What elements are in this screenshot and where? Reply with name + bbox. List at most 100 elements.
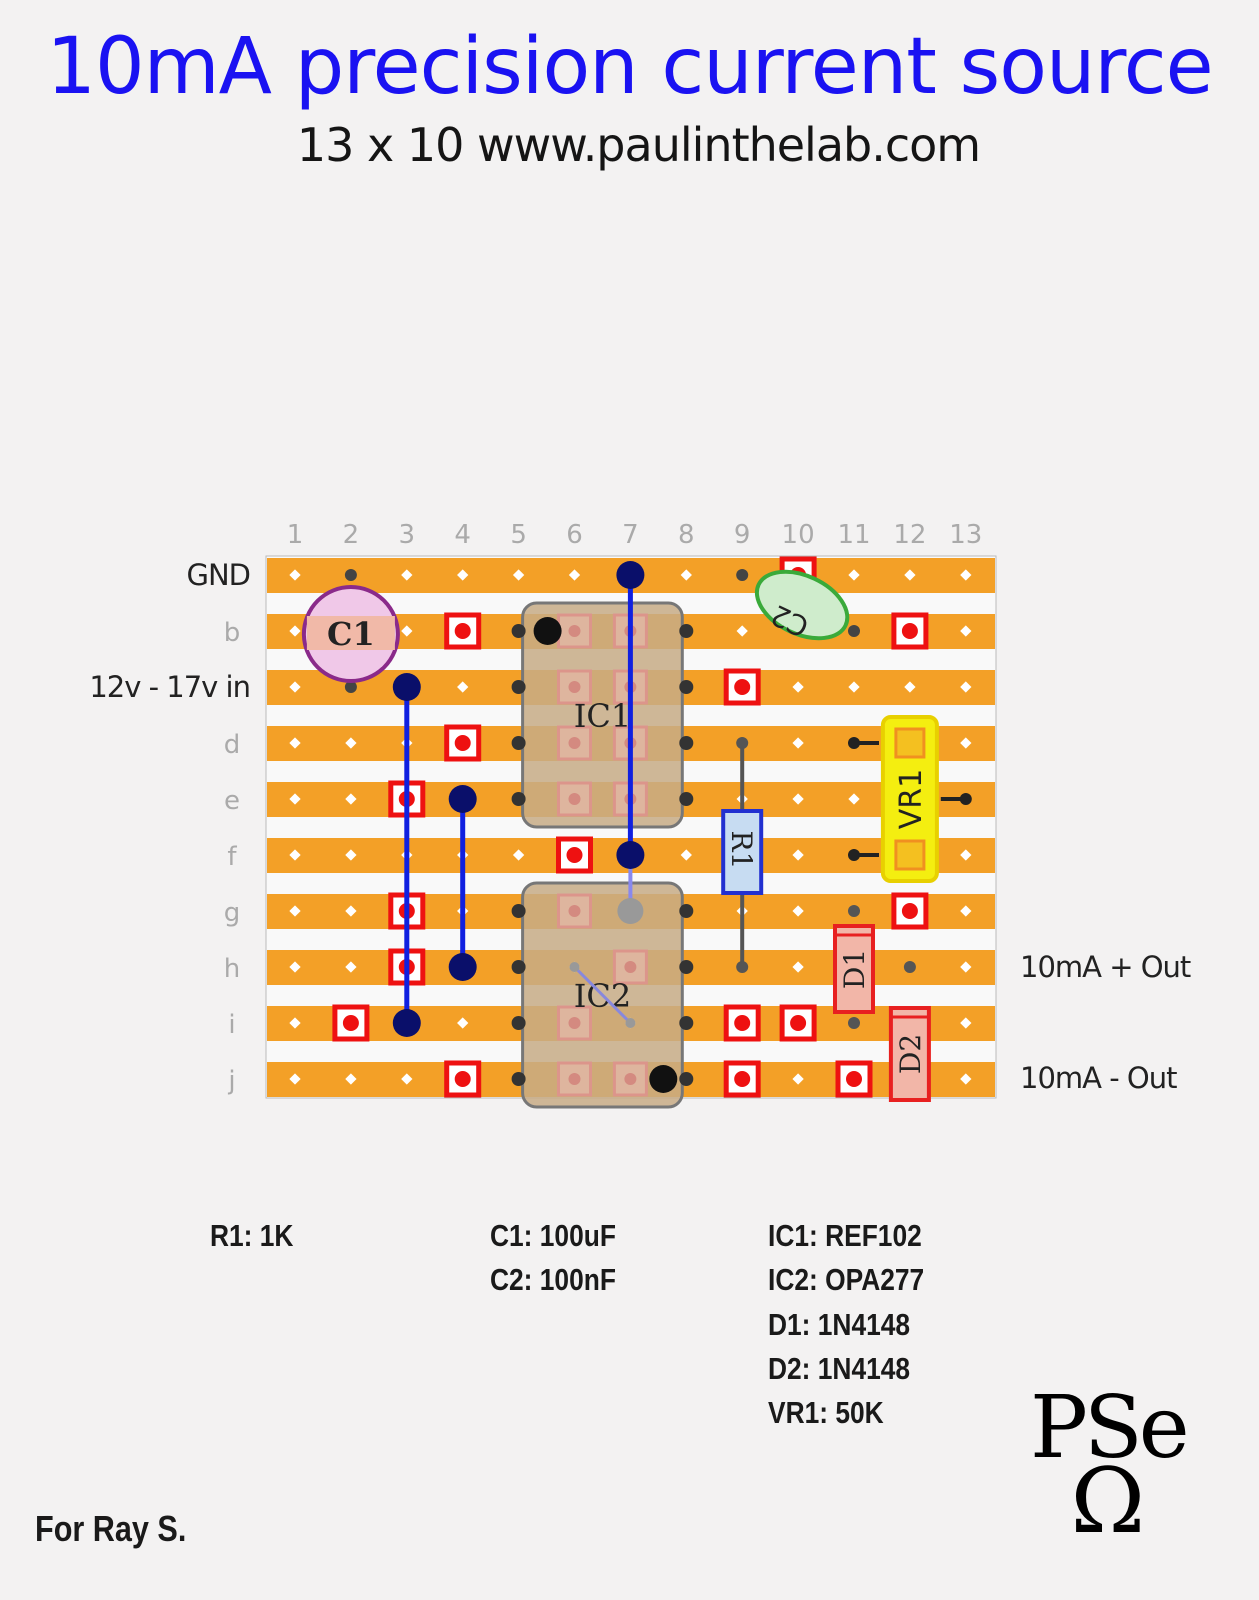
ic-pin-cut (557, 893, 592, 929)
row-label: h (224, 954, 240, 984)
ic-pin-cut (557, 725, 592, 761)
ic-pin (511, 904, 526, 918)
row-label: GND (187, 558, 251, 592)
hole (512, 569, 525, 581)
hole (457, 569, 469, 581)
hole (792, 1073, 804, 1085)
wire-link-end (616, 841, 645, 869)
output-plus-label: 10mA + Out (1020, 950, 1191, 984)
track-cut-dot (734, 1071, 751, 1087)
r1-leg (736, 737, 749, 749)
r1-body (721, 809, 764, 895)
legend-d1: D1: 1N4148 (768, 1307, 911, 1342)
ic2-link-end (569, 962, 580, 972)
row-label: e (224, 786, 240, 816)
vr1-pin (894, 839, 926, 871)
hole (848, 793, 860, 805)
ic-pin (679, 960, 694, 974)
vr1-leg (848, 849, 860, 861)
hole (568, 569, 581, 581)
hole (680, 849, 692, 861)
ic-pin (511, 736, 526, 750)
wire-link-end (392, 673, 421, 701)
hole (848, 681, 860, 693)
wire-link-end (448, 953, 477, 981)
track-cut-dot (342, 1015, 359, 1031)
pin1-marker (533, 617, 562, 645)
c1-leg (344, 569, 357, 581)
hole (289, 625, 301, 637)
pin1-marker (649, 1065, 678, 1093)
hole (792, 905, 804, 917)
legend-ic2: IC2: OPA277 (768, 1262, 925, 1297)
track-cut-dot (790, 1015, 807, 1031)
row-label: j (227, 1066, 235, 1096)
hole (457, 1017, 469, 1029)
hole (736, 625, 748, 637)
r1-leg (736, 961, 749, 973)
row-label: d (224, 730, 241, 760)
ic-pin (679, 736, 694, 750)
output-minus-label: 10mA - Out (1020, 1061, 1177, 1095)
legend-c1: C1: 100uF (490, 1218, 616, 1253)
ic-pin (511, 792, 526, 806)
ic-pin (624, 1073, 637, 1085)
column-label: 3 (399, 520, 416, 550)
d1-body (833, 924, 875, 1014)
dedication: For Ray S. (35, 1508, 187, 1549)
legend-vr1: VR1: 50K (768, 1395, 884, 1430)
wire-link-end (616, 561, 645, 589)
row-label: b (224, 618, 241, 648)
track-cut-dot (454, 1071, 471, 1087)
track-cut-dot (901, 623, 918, 639)
column-label: 7 (622, 520, 639, 550)
hole (960, 849, 972, 861)
ic2-internal-link (573, 965, 632, 1025)
track-cut (556, 836, 593, 874)
hole (960, 1073, 972, 1085)
track-cut-dot (734, 679, 751, 695)
legend-r1: R1: 1K (210, 1218, 294, 1253)
ic-pin (511, 1072, 526, 1086)
hole (401, 569, 413, 581)
column-label: 8 (678, 520, 695, 550)
hole (960, 1017, 972, 1029)
hole (289, 569, 301, 581)
hole (457, 681, 469, 693)
track-cut-dot (901, 903, 918, 919)
ic-pin (511, 1016, 526, 1030)
track-cut-dot (846, 1071, 862, 1087)
hole (792, 961, 804, 973)
hole (289, 1017, 301, 1029)
ic-pin (679, 624, 694, 638)
hole (960, 961, 972, 973)
row-label: 12v - 17v in (89, 670, 250, 704)
column-label: 1 (287, 520, 304, 550)
hole (289, 1073, 301, 1085)
d2-leg (903, 961, 916, 973)
hole (289, 681, 301, 693)
hole (792, 737, 804, 749)
hole (345, 905, 357, 917)
column-label: 4 (454, 520, 471, 550)
ic-pin (624, 961, 637, 973)
vr1-leg (848, 737, 860, 749)
wire-link-end (448, 785, 477, 813)
c2-body (754, 569, 850, 641)
hole (345, 1073, 357, 1085)
hole (289, 961, 301, 973)
track-cut-dot (454, 735, 471, 751)
d1-label: D1 (838, 949, 871, 989)
track-cut-dot (566, 847, 583, 863)
wire-link-end (392, 1009, 421, 1037)
hole (289, 849, 301, 861)
pse-logo: PSe Ω (1030, 1385, 1190, 1547)
hole (345, 793, 357, 805)
ic-pin (511, 624, 526, 638)
legend-d2: D2: 1N4148 (768, 1351, 911, 1386)
d1-leg (848, 905, 860, 917)
track-cut (723, 668, 761, 706)
hole (904, 681, 916, 693)
ic-pin (568, 1017, 581, 1029)
ic-pin (568, 625, 581, 637)
